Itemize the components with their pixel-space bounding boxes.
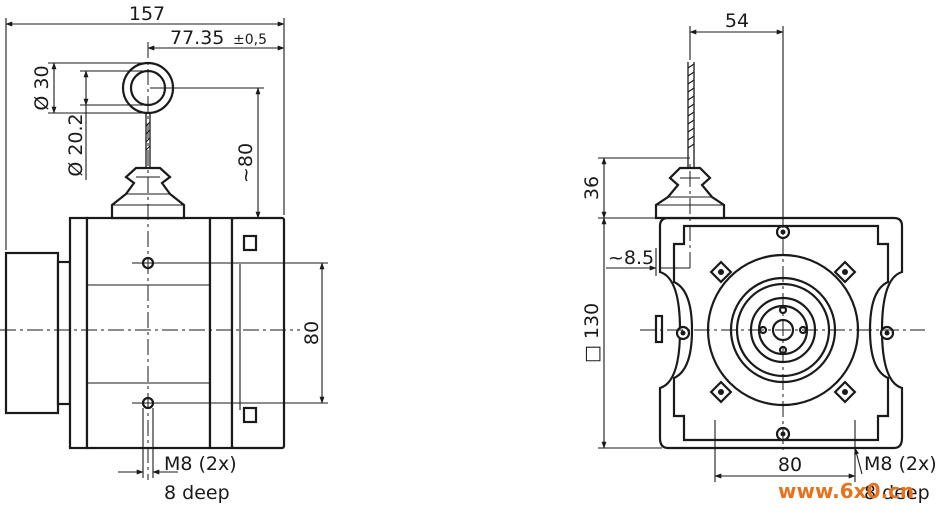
main-housing xyxy=(68,216,286,450)
dim-square-size: □ 130 xyxy=(581,303,603,363)
dim-hole-spacing: 80 xyxy=(301,321,323,345)
dim-front-hole-spacing: 80 xyxy=(778,454,802,476)
front-view: 54 36 ~8.5 □ 130 80 M8 (2x) 8 deep xyxy=(581,10,937,504)
dim-cable-height: ~80 xyxy=(235,143,257,183)
front-thread-label: M8 (2x) xyxy=(864,453,937,475)
front-inner-plate xyxy=(672,224,890,442)
dim-ring-inner-diameter: Ø 20.2 xyxy=(65,113,87,176)
front-cable-outlet xyxy=(654,62,726,220)
dim-outlet-width: 54 xyxy=(725,10,749,32)
side-depth-label: 8 deep xyxy=(164,482,230,504)
front-housing xyxy=(658,216,904,450)
dim-ring-offset-tolerance: ±0,5 xyxy=(233,32,267,48)
dim-ring-offset: 77.35 xyxy=(170,27,224,49)
front-depth-label: 8 deep xyxy=(864,482,930,504)
dim-outlet-offset: ~8.5 xyxy=(608,247,654,269)
dim-ring-outer-diameter: Ø 30 xyxy=(31,65,53,110)
side-view: 157 77.35 ±0,5 Ø 30 Ø 20.2 ~80 80 M8 (2x… xyxy=(0,3,328,504)
side-thread-label: M8 (2x) xyxy=(164,453,237,475)
dim-total-length: 157 xyxy=(129,3,165,25)
watermark: www.6x0.cn xyxy=(778,479,914,503)
dim-outlet-height: 36 xyxy=(581,176,603,200)
rear-cover xyxy=(4,251,72,415)
